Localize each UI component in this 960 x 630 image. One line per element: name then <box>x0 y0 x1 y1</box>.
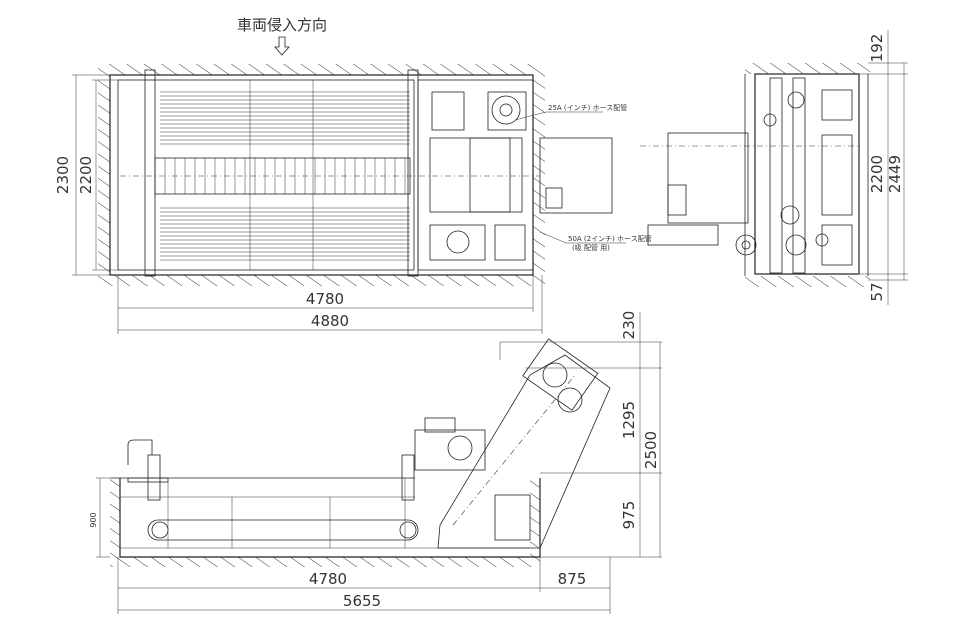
plan-view: 25A (インチ) ホース配管 50A (2インチ) ホース配管 (吸 配管 用… <box>54 64 652 334</box>
elev-length-ext-label: 875 <box>558 570 587 588</box>
plan-width-inner-label: 4780 <box>306 290 344 308</box>
entry-arrow-icon <box>274 36 290 56</box>
elev-top-gap-label: 230 <box>620 311 638 340</box>
plan-height-inner-label: 2200 <box>77 156 95 194</box>
elev-length-total-label: 5655 <box>343 592 381 610</box>
side-height-total-label: 2449 <box>886 155 904 193</box>
plan-height-outer-label: 2300 <box>54 156 72 194</box>
vehicle-entry-direction-label: 車両侵入方向 <box>237 16 327 34</box>
side-top-offset-label: 192 <box>868 34 886 63</box>
side-bottom-offset-label: 57 <box>868 282 886 301</box>
elev-length-main-label: 4780 <box>309 570 347 588</box>
side-height-inner-label: 2200 <box>868 155 886 193</box>
elev-total-height-label: 2500 <box>642 431 660 469</box>
hose-50a-subnote: (吸 配管 用) <box>572 243 610 252</box>
plan-width-outer-label: 4880 <box>311 312 349 330</box>
side-view: 192 2200 2449 57 <box>640 30 908 305</box>
elev-upper-height-label: 1295 <box>620 401 638 439</box>
hose-50a-note: 50A (2インチ) ホース配管 <box>568 234 652 243</box>
elev-lower-height-label: 975 <box>620 501 638 530</box>
elevation-view: 900 230 1295 2500 975 4780 875 5655 <box>89 311 662 614</box>
hose-25a-note: 25A (インチ) ホース配管 <box>548 103 627 112</box>
pit-depth-label: 900 <box>89 512 98 527</box>
